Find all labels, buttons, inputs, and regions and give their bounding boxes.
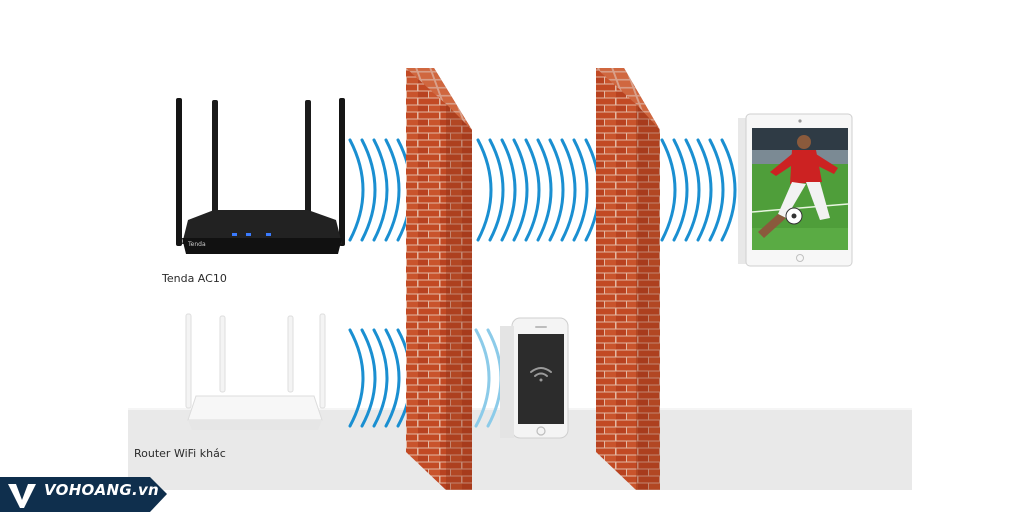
wifi-icon	[530, 367, 552, 382]
brand-logo[interactable]	[0, 477, 167, 512]
brick-wall-1	[406, 68, 472, 490]
signal-waves-between-walls	[476, 138, 601, 242]
smartphone-icon	[500, 317, 569, 439]
router-other-label: Router WiFi khác	[134, 447, 226, 460]
router-other-icon	[185, 313, 326, 430]
tablet-screen-image	[751, 128, 849, 250]
router-tenda-label: Tenda AC10	[162, 272, 227, 285]
tablet-icon	[738, 113, 853, 267]
logo-mark-icon	[8, 484, 36, 508]
logo-text[interactable]: VOHOANG.vn	[44, 481, 160, 499]
brick-wall-2	[596, 68, 660, 490]
router-brand-label: Tenda	[187, 241, 206, 248]
signal-waves-tenda	[348, 138, 413, 242]
router-tenda-icon: Tenda	[176, 98, 345, 254]
signal-waves-to-tablet	[660, 138, 737, 242]
signal-waves-other-router	[348, 328, 413, 428]
